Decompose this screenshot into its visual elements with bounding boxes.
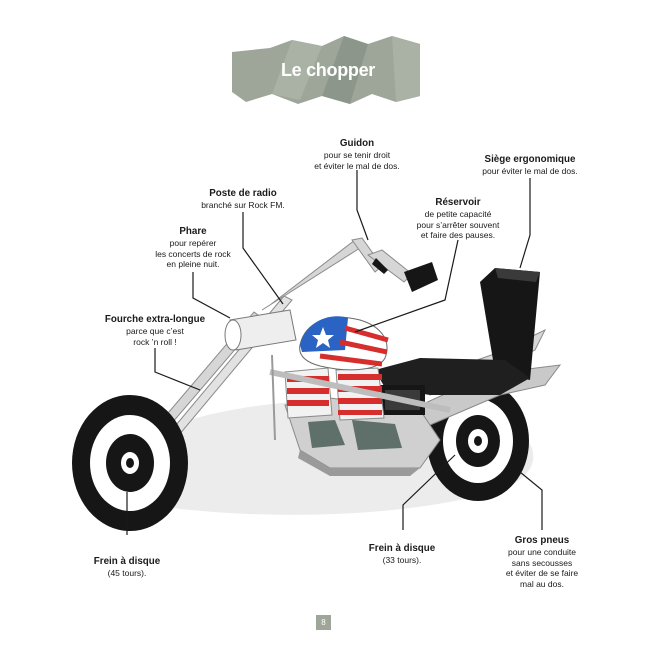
callout-desc: et éviter de se faire [505, 568, 579, 578]
callout-frein-avant: Frein à disque (45 tours). [77, 556, 177, 579]
leader-frein-arriere [402, 454, 456, 530]
callout-desc: pour s’arrêter souvent [416, 219, 500, 230]
leader-radio [242, 212, 284, 305]
callout-desc: de petite capacité [424, 209, 492, 219]
callout-title: Guidon [339, 138, 375, 149]
callout-title: Réservoir [435, 197, 481, 208]
callout-desc: rock ’n roll ! [133, 336, 177, 347]
callout-phare: Phare pour repérer les concerts de rock … [133, 226, 253, 270]
callout-title: Frein à disque [368, 543, 436, 554]
callout-fourche: Fourche extra-longue parce que c’est roc… [85, 314, 225, 347]
callout-title: Fourche extra-longue [104, 314, 206, 325]
callout-desc: branché sur Rock FM. [201, 200, 285, 210]
callout-guidon: Guidon pour se tenir droit et éviter le … [292, 138, 422, 171]
headlight [224, 309, 297, 351]
seat [375, 268, 540, 395]
callout-desc: (33 tours). [382, 555, 422, 565]
callout-siege: Siège ergonomique pour éviter le mal de … [465, 154, 595, 177]
page-title: Le chopper [280, 60, 375, 80]
callout-title: Phare [179, 226, 207, 237]
leader-siege [519, 178, 531, 269]
front-wheel [72, 395, 188, 531]
callout-desc: sans secousses [511, 557, 573, 568]
callout-desc: les concerts de rock [155, 248, 231, 259]
rear-wheel [427, 381, 529, 501]
callout-desc: en pleine nuit. [166, 259, 220, 269]
callout-desc: et faire des pauses. [420, 230, 496, 240]
leader-reservoir [354, 239, 459, 333]
callout-desc: pour une conduite [507, 547, 577, 557]
leader-lines [126, 170, 543, 535]
callout-desc: mal au dos. [520, 578, 564, 589]
callout-desc: pour repérer [169, 238, 217, 248]
leader-phare [192, 272, 231, 319]
callout-title: Gros pneus [514, 535, 570, 546]
callout-title: Frein à disque [93, 556, 161, 567]
leader-pneus [519, 471, 543, 530]
fuel-tank [299, 316, 389, 371]
callout-desc: (45 tours). [107, 568, 147, 578]
callout-pneus: Gros pneus pour une conduite sans secous… [487, 535, 597, 589]
callout-reservoir: Réservoir de petite capacité pour s’arrê… [398, 197, 518, 241]
leader-guidon [356, 170, 369, 241]
callout-frein-arriere: Frein à disque (33 tours). [352, 543, 452, 566]
handlebar [261, 237, 438, 311]
callout-radio: Poste de radio branché sur Rock FM. [185, 188, 301, 211]
callout-title: Siège ergonomique [484, 154, 576, 165]
callout-title: Poste de radio [209, 188, 277, 199]
page-number: 8 [316, 615, 331, 630]
frame [269, 354, 451, 441]
title-banner [232, 36, 420, 104]
callout-desc: pour se tenir droit [323, 150, 391, 160]
callout-desc: parce que c’est [126, 326, 184, 336]
callout-desc: et éviter le mal de dos. [314, 160, 400, 171]
callout-desc: pour éviter le mal de dos. [482, 166, 578, 176]
leader-fourche [154, 348, 201, 391]
